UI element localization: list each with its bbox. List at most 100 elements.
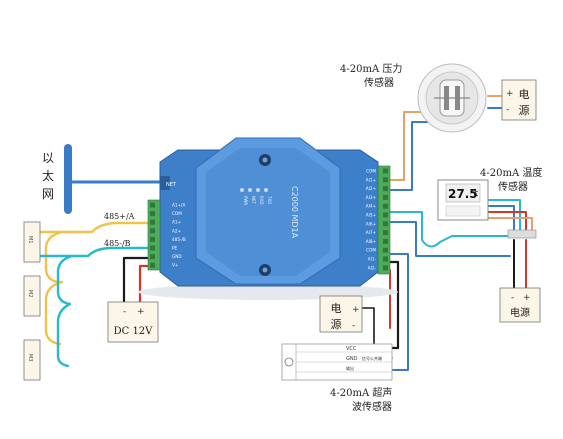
led-label-net: NET <box>251 196 256 205</box>
ultra-red-wire <box>379 269 391 329</box>
dc-black-wire <box>122 256 156 304</box>
pressure-orange-wire <box>379 111 431 181</box>
dc-plus: + <box>137 307 145 317</box>
rightPins-pin-5 <box>383 212 388 218</box>
rs485-devices: M1 M2 M3 <box>23 221 41 381</box>
pressure-title-2: 传感器 <box>364 76 394 89</box>
power-mid: 电 源 + - <box>319 295 363 333</box>
device-2: M2 <box>23 275 41 317</box>
leftPins-pin-4 <box>150 236 155 242</box>
temp-title-2: 传感器 <box>498 180 528 193</box>
dc-12v-supply: - + DC 12V <box>107 301 159 343</box>
rightPins-pin-0 <box>383 168 388 174</box>
ethernet-label-1: 以 <box>42 151 54 165</box>
leftPins-label-0: A1+/A <box>172 203 185 208</box>
leftPins-label-1: COM <box>172 211 182 216</box>
device-1-label: M1 <box>27 236 33 244</box>
leftPins-label-6: GND <box>172 254 182 259</box>
temp-cyan-wire <box>379 211 511 248</box>
power-top-char-2: 源 <box>519 103 530 117</box>
rightPins-label-9: COM <box>366 248 376 253</box>
rightPins-pin-11 <box>383 265 388 271</box>
ultra-row-2: GND <box>346 356 358 362</box>
rightPins-label-2: AI2+ <box>366 186 377 191</box>
rs485-b-label: 485-/B <box>104 239 131 248</box>
power-right-plus: + <box>523 293 531 303</box>
leftPins-pin-1 <box>150 211 155 217</box>
pressure-blue-wire <box>379 121 439 191</box>
leftPins-label-2: A1+ <box>172 220 182 225</box>
rightPins-label-3: AI3+ <box>366 195 377 200</box>
leftPins-label-7: V+ <box>172 263 179 268</box>
rightPins-pin-3 <box>383 194 388 200</box>
ultrasonic-sensor: VCC GND 信号公共端 输出 4-20mA 超声 波传感器 <box>281 343 393 413</box>
rightPins-label-8: AI8+ <box>366 239 377 244</box>
power-mid-minus: - <box>352 321 355 331</box>
rightPins-label-10: AI1- <box>368 257 377 262</box>
led-label-pwr: PWR <box>243 196 248 205</box>
power-top-char-1: 电 <box>519 88 530 101</box>
leftPins-pin-6 <box>150 254 155 260</box>
rightPins-label-7: AI7+ <box>366 230 377 235</box>
right-terminal-block: COM AI1+ AI2+ AI3+ AI4+ AI5+ AI6+ AI7+ AI8+ COM AI… <box>366 165 391 275</box>
ethernet-label-3: 网 <box>42 187 54 201</box>
temp-out-3 <box>487 211 527 233</box>
power-mid-char-2: 源 <box>331 317 342 331</box>
device-3-label: M3 <box>27 354 33 362</box>
power-top: + - 电 源 <box>501 79 537 121</box>
power-right-minus: - <box>511 293 514 303</box>
leftPins-pin-2 <box>150 219 155 225</box>
leftPins-pin-7 <box>150 262 155 268</box>
status-leds: PWR NET RXD TXD <box>240 188 272 205</box>
left-terminal-block: A1+/A COM A1+ A2+ 485-/B PE GND V+ <box>147 199 186 271</box>
temp-out-1 <box>487 199 521 233</box>
net-port <box>160 176 170 190</box>
rightPins-label-5: AI5+ <box>366 213 377 218</box>
rightPins-pin-9 <box>383 247 388 253</box>
leftPins-pin-0 <box>150 202 155 208</box>
rightPins-pin-2 <box>383 186 388 192</box>
rightPins-label-11: AI2- <box>368 265 377 270</box>
led-label-rxd: RXD <box>259 196 264 205</box>
rightPins-pin-10 <box>383 256 388 262</box>
temp-title-1: 4-20mA 温度 <box>480 166 542 179</box>
module-model: C2000 MD1A <box>290 186 299 239</box>
c2000-module: NET PWR NET RXD TXD C2000 MD1A A1+/ACOMA… <box>138 137 398 300</box>
ultra-title-1: 4-20mA 超声 <box>330 386 392 399</box>
ultra-row-2-note: 信号公共端 <box>362 355 382 361</box>
power-right: - + 电源 <box>499 287 541 323</box>
pressure-title-1: 4-20mA 压力 <box>340 62 402 75</box>
dc-red-wire <box>138 264 156 304</box>
power-mid-plus: + <box>352 305 360 315</box>
temp-out-4 <box>487 217 533 233</box>
led-label-txd: TXD <box>267 195 272 204</box>
pressure-sensor: 4-20mA 压力 传感器 <box>340 62 487 133</box>
rightPins-label-6: AI6+ <box>366 221 377 226</box>
rightPins-pin-1 <box>383 177 388 183</box>
power-mid-char-1: 电 <box>331 302 342 315</box>
leftPins-label-4: 485-/B <box>172 237 186 242</box>
rightPins-label-0: COM <box>366 169 376 174</box>
rightPins-label-1: AI1+ <box>366 177 377 182</box>
ultra-row-3: 输出 <box>346 365 354 371</box>
rs485-a-label: 485+/A <box>104 212 135 221</box>
power-top-minus: - <box>506 105 509 115</box>
rightPins-pin-6 <box>383 221 388 227</box>
device-2-label: M2 <box>27 290 33 298</box>
ultra-title-2: 波传感器 <box>352 400 392 413</box>
temp-out-2 <box>487 205 515 233</box>
dc-label: DC 12V <box>114 326 154 337</box>
ethernet-label-2: 太 <box>42 168 54 183</box>
rs485-b-wire <box>56 246 156 368</box>
rightPins-label-4: AI4+ <box>366 204 377 209</box>
device-3: M3 <box>23 339 41 381</box>
ethernet-bar: 以 太 网 <box>42 144 72 214</box>
temp-blue-wire <box>379 221 511 257</box>
leftPins-label-5: PE <box>172 246 178 251</box>
leftPins-label-3: A2+ <box>172 228 182 233</box>
temp-reading: 27.5 <box>448 187 478 201</box>
rightPins-pin-8 <box>383 238 388 244</box>
dc-minus: - <box>123 307 126 317</box>
power-top-plus: + <box>506 89 514 99</box>
